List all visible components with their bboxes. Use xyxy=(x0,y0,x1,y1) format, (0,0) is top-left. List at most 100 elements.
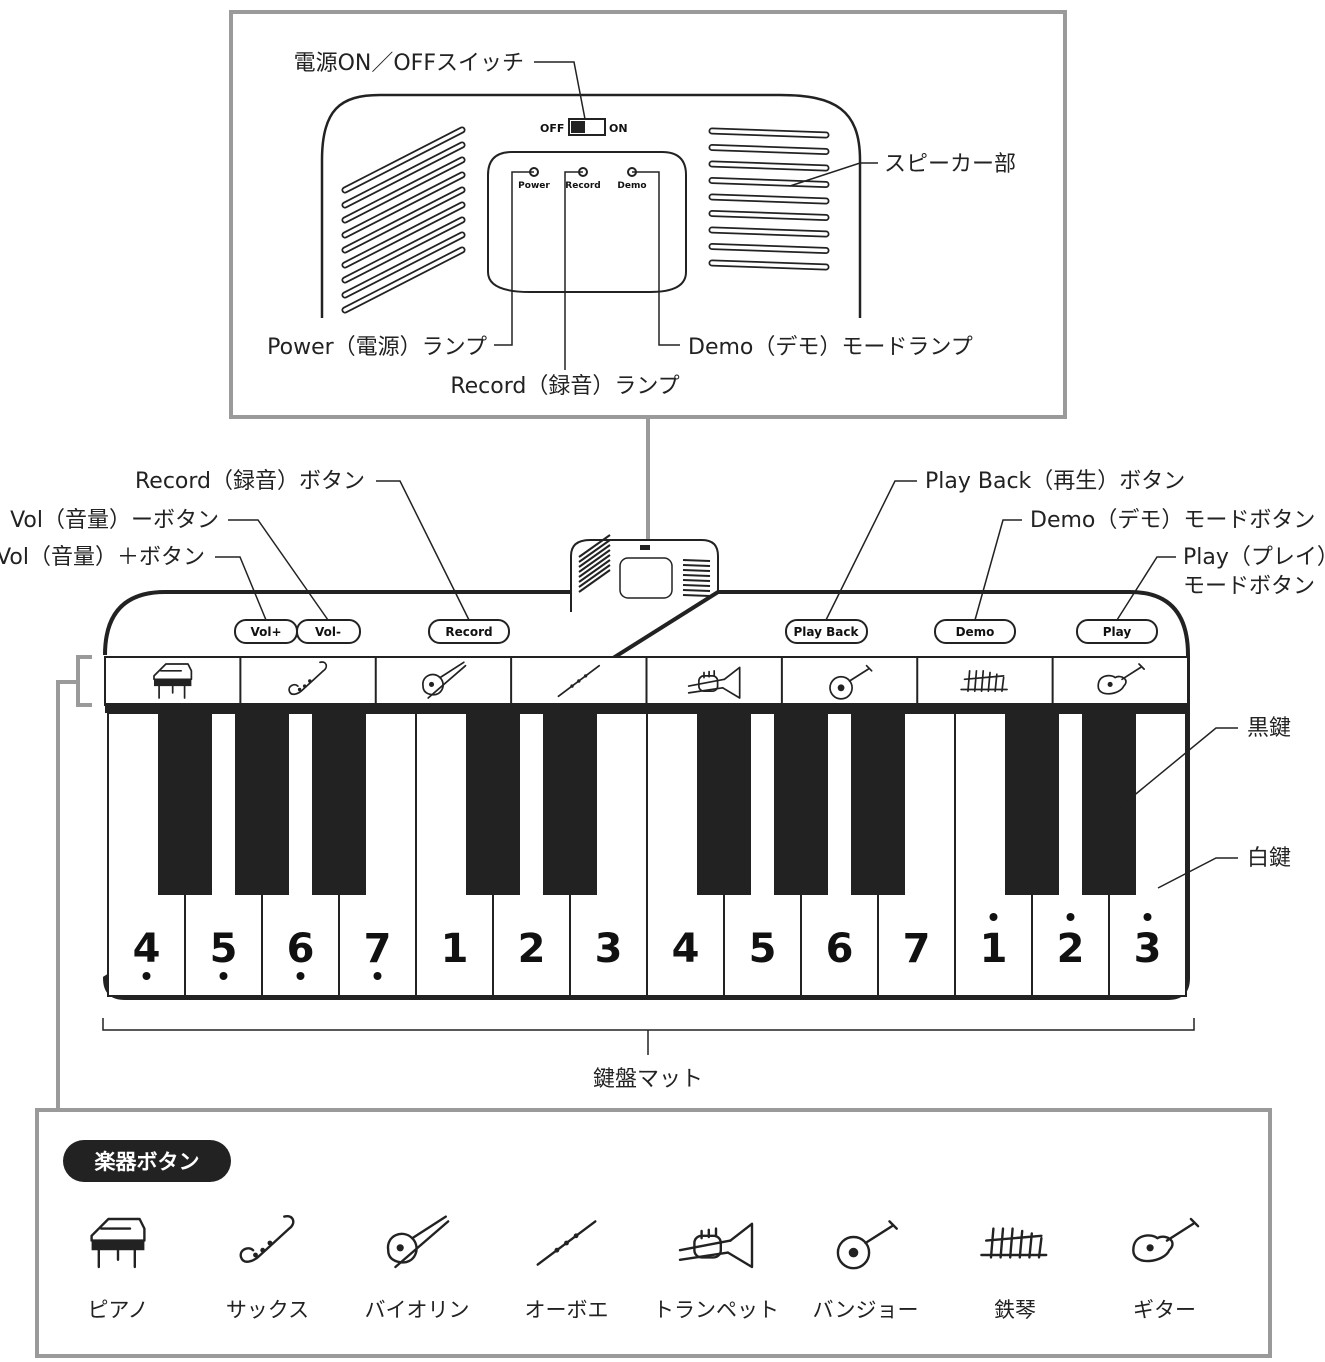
speaker-slot-inner xyxy=(343,158,464,222)
speaker-slot-inner xyxy=(710,178,828,187)
speaker-slot-inner xyxy=(710,145,828,154)
power-lamp-leader xyxy=(494,171,534,346)
black-key[interactable] xyxy=(466,713,520,895)
playback-button[interactable]: Play Back xyxy=(785,619,868,644)
mini-lamp-panel xyxy=(619,557,673,599)
black-key[interactable] xyxy=(697,713,751,895)
mini-speaker-slot xyxy=(578,559,611,583)
record-button-callout: Record（録音）ボタン xyxy=(135,469,365,494)
mini-speaker-slot xyxy=(682,574,711,577)
black-key[interactable] xyxy=(1005,713,1059,895)
black-key[interactable] xyxy=(235,713,289,895)
vol-plus-callout: Vol（音量）＋ボタン xyxy=(0,545,205,570)
record-lamp-label: Record（録音）ランプ xyxy=(450,374,679,399)
black-key-leader xyxy=(1119,727,1238,808)
speaker-slot-inner xyxy=(710,261,828,269)
demo-lamp-leader xyxy=(632,171,680,346)
black-key[interactable] xyxy=(312,713,366,895)
record-button[interactable]: Record xyxy=(428,619,510,644)
black-key[interactable] xyxy=(774,713,828,895)
speaker-left xyxy=(341,126,466,314)
switch-leader xyxy=(534,61,586,120)
mini-speaker-slot xyxy=(682,569,711,572)
zoom-frame xyxy=(229,10,1067,419)
switch-off-label: OFF xyxy=(540,122,564,135)
key-number: 1 xyxy=(441,926,469,972)
lower-octave-dot xyxy=(142,972,151,980)
instrument-name: 鉄琴 xyxy=(994,1298,1036,1322)
speaker-slot-inner xyxy=(343,233,464,297)
key-number: 2 xyxy=(1057,926,1085,972)
white-key-leader xyxy=(1157,857,1238,889)
legend-title-pill xyxy=(63,1140,231,1182)
speaker-slot-inner xyxy=(710,211,828,220)
speaker-slot-inner xyxy=(343,128,464,192)
lamp-demo-text: Demo xyxy=(617,181,646,191)
key-number: 5 xyxy=(210,926,238,972)
demo-callout: Demo（デモ）モードボタン xyxy=(1030,508,1315,533)
key-number: 7 xyxy=(903,926,931,972)
speaker-leader xyxy=(789,162,878,187)
lower-octave-dot xyxy=(373,972,382,980)
mini-speaker-slot xyxy=(682,564,711,567)
mini-speaker-slot xyxy=(682,584,711,587)
record-lamp-leader xyxy=(564,171,583,370)
mini-speakers xyxy=(578,534,711,597)
instrument-name: オーボエ xyxy=(525,1298,609,1322)
playback-callout: Play Back（再生）ボタン xyxy=(925,469,1185,494)
key-number: 6 xyxy=(826,926,854,972)
instrument-name: バンジョー xyxy=(812,1298,918,1322)
instrument-name: ピアノ xyxy=(87,1298,148,1322)
mini-speaker-slot xyxy=(682,579,711,582)
mini-speaker-slot xyxy=(578,539,611,563)
mini-speaker-slot xyxy=(578,564,611,588)
play-button[interactable]: Play xyxy=(1076,619,1158,644)
speaker-slot-inner xyxy=(710,162,828,170)
key-number: 5 xyxy=(749,926,777,972)
vol-minus-leader xyxy=(228,519,329,621)
instrument-name: ギター xyxy=(1133,1298,1196,1322)
key-number: 3 xyxy=(595,926,623,972)
vol-minus-button[interactable]: Vol- xyxy=(296,619,361,644)
black-key[interactable] xyxy=(158,713,212,895)
control-panel-zoom: OFF ON Power Record Demo 電源ON／OFFスイッチ スピ… xyxy=(229,10,1067,419)
black-key-callout: 黒鍵 xyxy=(1247,716,1291,741)
power-lamp-label: Power（電源）ランプ xyxy=(267,335,487,360)
instrument-name: トランペット xyxy=(653,1298,779,1322)
speaker-slot-inner xyxy=(710,195,828,203)
power-switch-knob[interactable] xyxy=(571,121,585,133)
instrument-legend: 楽器ボタン ピアノサックスバイオリンオーボエトランペットバンジョー鉄琴ギター xyxy=(35,1108,1272,1358)
speaker-right xyxy=(708,127,830,271)
playback-text: Play Back xyxy=(794,625,860,639)
speaker-slot-inner xyxy=(343,203,464,267)
lamp-power-text: Power xyxy=(518,181,550,191)
mat-bracket xyxy=(102,1018,1195,1055)
key-number: 4 xyxy=(672,926,700,972)
demo-lamp-label: Demo（デモ）モードランプ xyxy=(688,335,973,360)
upper-octave-dot xyxy=(1066,913,1075,921)
black-key[interactable] xyxy=(851,713,905,895)
power-switch-label: 電源ON／OFFスイッチ xyxy=(294,51,524,76)
demo-button[interactable]: Demo xyxy=(934,619,1016,644)
play-leader xyxy=(1116,556,1176,621)
lamp-record-text: Record xyxy=(565,181,600,191)
control-box-housing xyxy=(320,93,862,318)
black-key[interactable] xyxy=(1082,713,1136,895)
speaker-slot-inner xyxy=(343,248,464,312)
lower-octave-dot xyxy=(296,972,305,980)
speaker-slot-inner xyxy=(343,188,464,252)
mini-speaker-slot xyxy=(682,589,711,592)
mini-speaker-slot xyxy=(578,554,611,578)
key-number: 3 xyxy=(1134,926,1162,972)
speaker-slot-inner xyxy=(710,244,828,253)
mini-speaker-slot xyxy=(578,569,611,593)
speaker-slot-inner xyxy=(343,173,464,237)
playback-leader xyxy=(825,480,917,621)
vol-plus-button[interactable]: Vol+ xyxy=(234,619,298,644)
key-number: 1 xyxy=(980,926,1008,972)
mat-callouts: Record（録音）ボタン Vol（音量）ーボタン Vol（音量）＋ボタン Pl… xyxy=(0,469,1325,1110)
speaker-slot-inner xyxy=(343,218,464,282)
black-key[interactable] xyxy=(543,713,597,895)
lamp-panel xyxy=(487,151,687,293)
mini-control-box xyxy=(570,539,719,612)
